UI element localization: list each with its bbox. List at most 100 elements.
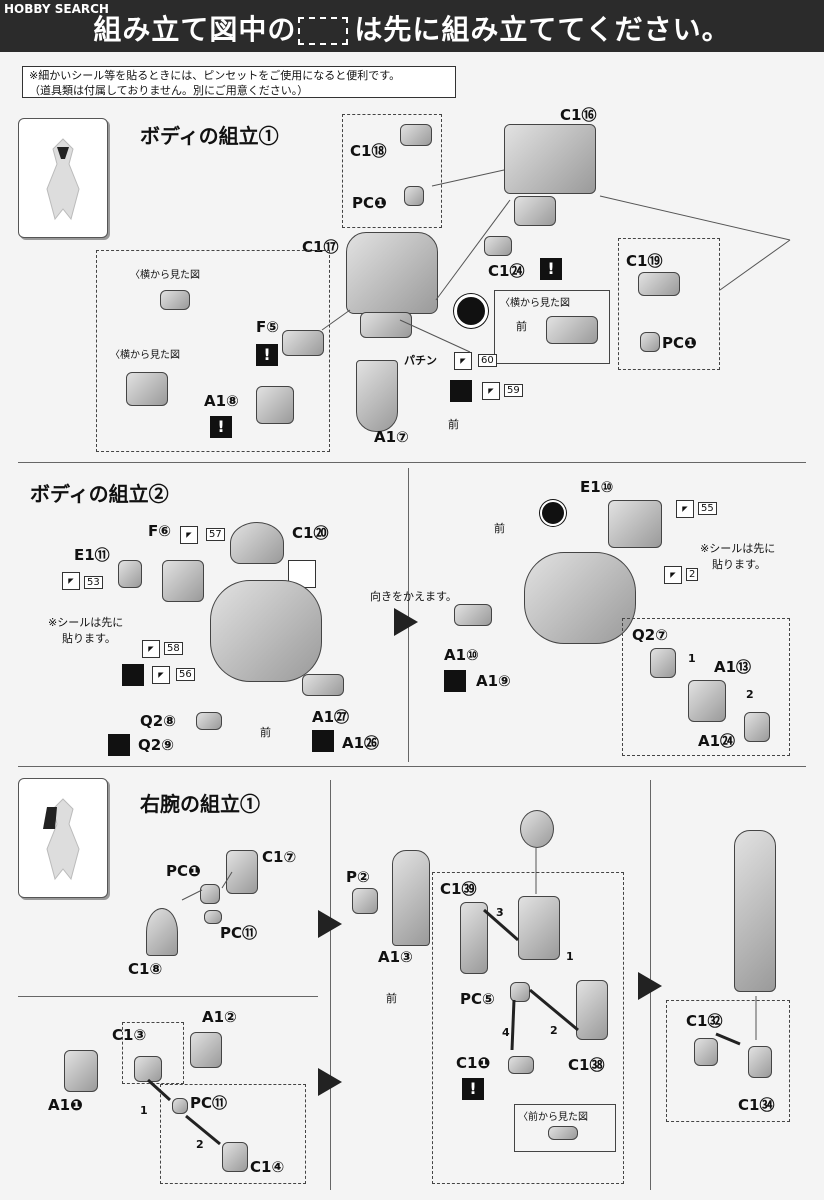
part-label: PC⑪ [190,1094,228,1112]
part-shape [504,124,596,194]
part-shape [134,1056,162,1082]
part-label: C1⑳ [292,524,329,542]
part-label: C1㉔ [488,262,525,280]
part-label: C1㉜ [686,1012,723,1030]
side-view-label: 〈横から見た図 [110,350,180,361]
step-number: 1 [566,950,574,963]
side-view-label: 〈横から見た図 [130,270,200,281]
front-label: 前 [448,418,459,431]
part-shape [744,712,770,742]
front-label: 前 [516,320,527,333]
step-number: 1 [688,652,696,665]
part-shape [200,884,220,904]
sticker-circle-icon [454,294,488,328]
sticker-number: 59 [504,384,523,397]
section-title-body2: ボディの組立② [30,482,169,506]
step-arrow-icon [318,1068,342,1096]
part-shape [210,580,322,682]
step-number: 1 [140,1104,148,1117]
front-label: 前 [260,726,271,739]
part-shape [650,648,676,678]
part-label: A1㉗ [312,708,350,726]
step-number: 2 [746,688,754,701]
part-label: C1⑯ [560,106,597,124]
mirror-symbol-icon [108,734,130,756]
part-label: A1⑦ [374,428,409,446]
part-shape [734,830,776,992]
snap-label: パチン [404,354,437,367]
step-number: 2 [196,1138,204,1151]
part-shape [256,386,294,424]
part-shape [546,316,598,344]
part-label: C1④ [250,1158,285,1176]
body1-thumbnail [18,118,108,238]
sticker-number: 53 [84,576,103,589]
part-shape [694,1038,718,1066]
part-shape [548,1126,578,1140]
part-label: Q2⑨ [138,736,174,754]
section-divider [18,996,318,997]
caution-icon: ! [210,416,232,438]
part-label: PC❶ [352,194,387,212]
part-label: C1㊳ [568,1056,605,1074]
part-shape [508,1056,534,1074]
front-label: 前 [494,522,505,535]
part-shape [576,980,608,1040]
sticker-icon: ◤ [180,526,198,544]
step-arrow-icon [638,972,662,1000]
robot-silhouette-icon [46,138,80,221]
sticker-number: 58 [164,642,183,655]
detail-box [514,1104,616,1152]
sticker-icon: ◤ [482,382,500,400]
part-shape [688,680,726,722]
part-label: PC❶ [166,862,201,880]
caution-icon: ! [540,258,562,280]
part-shape [204,910,222,924]
sticker-number: 55 [698,502,717,515]
detail-box [96,250,330,452]
part-shape [282,330,324,356]
subassembly-box [160,1084,306,1184]
part-shape [346,232,438,314]
part-label: F⑥ [148,522,171,540]
part-shape [356,360,398,432]
subassembly-box [618,238,720,370]
part-label: C1③ [112,1026,147,1044]
step-number: 4 [502,1026,510,1039]
part-shape [302,674,344,696]
part-label: Q2⑦ [632,626,668,644]
sticker-number: 60 [478,354,497,367]
part-shape [640,332,660,352]
part-shape [748,1046,772,1078]
connector-lines [321,169,791,353]
part-shape [64,1050,98,1092]
step-arrow-icon [394,608,418,636]
part-label: C1❶ [456,1054,491,1072]
sticker-icon: ◤ [676,500,694,518]
part-shape [196,712,222,730]
part-label: P② [346,868,370,886]
part-label: PC⑤ [460,990,495,1008]
part-shape [226,850,258,894]
part-label: E1⑪ [74,546,110,564]
part-shape [190,1032,222,1068]
part-label: A1⑬ [714,658,752,676]
part-shape [524,552,636,644]
side-view-label: 〈横から見た図 [500,298,570,309]
part-label: A1② [202,1008,237,1026]
tip-note: ※細かいシール等を貼るときには、ピンセットをご使用になると便利です。 （道具類は… [22,66,456,98]
title-pre: 組み立て図中の [93,13,297,46]
sticker-number: 56 [176,668,195,681]
part-shape [520,810,554,848]
title-post: は先に組み立ててください。 [354,13,731,46]
turn-note: 向きをかえます。 [370,590,457,603]
sticker-icon: ◤ [664,566,682,584]
part-label: F⑤ [256,318,279,336]
rarm-thumbnail [18,778,108,898]
front-view-label: 〈前から見た図 [518,1112,588,1123]
sticker-icon: ◤ [62,572,80,590]
step-number: 2 [550,1024,558,1037]
sticker-note: ※シールは先に [700,542,776,555]
part-label: A1㉖ [342,734,380,752]
section-title-rarm1: 右腕の組立① [140,792,260,816]
